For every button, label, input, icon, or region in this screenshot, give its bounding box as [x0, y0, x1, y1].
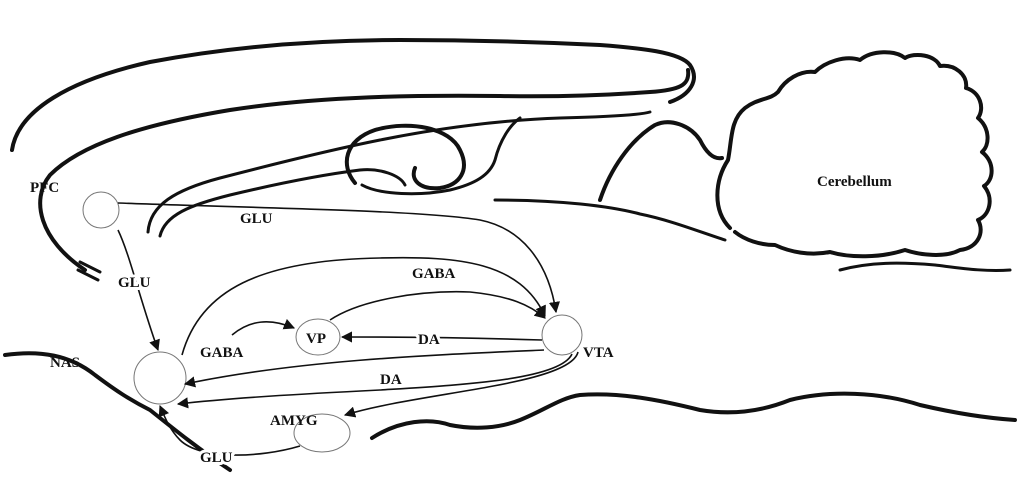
gaba-nas-vp-label: GABA: [200, 345, 244, 361]
gaba-nas-vta-arrow: [182, 258, 545, 355]
pfc-region: [83, 192, 119, 228]
vta-region: [542, 315, 582, 355]
pons-ventral-contour: [372, 394, 1015, 438]
gaba-nas-vta-label: GABA: [412, 266, 456, 282]
gaba-vp-vta-arrow: [330, 292, 545, 320]
nas-label: NAS: [50, 355, 80, 371]
olfactory-mark: [78, 262, 100, 280]
brain-ventral-contour: [5, 353, 230, 470]
da-vta-vp-label: DA: [418, 332, 440, 348]
gaba-nas-vp-arrow: [232, 322, 294, 335]
glu-pfc-vta-label: GLU: [240, 211, 273, 227]
vp-label: VP: [306, 331, 326, 347]
glu-amyg-nas-label: GLU: [200, 450, 233, 466]
cerebellum-outline: [717, 52, 991, 256]
brainstem-upper-line: [495, 200, 725, 240]
cerebellum-lower-fold: [840, 263, 1010, 270]
da-vta-vp-arrow: [342, 337, 542, 340]
vta-label: VTA: [583, 345, 614, 361]
pfc-label: PFC: [30, 180, 59, 196]
cingulate-line: [148, 112, 650, 232]
da-vta-nas-lower-arrow: [178, 354, 572, 404]
brain-outline: [5, 40, 1015, 470]
nas-region: [134, 352, 186, 404]
corpus-callosum-line: [160, 170, 405, 236]
cerebellum-label: Cerebellum: [817, 174, 892, 190]
glu-pfc-vta-arrow: [118, 203, 556, 312]
da-vta-nas-label: DA: [380, 372, 402, 388]
pathways: [118, 203, 578, 455]
glu-pfc-nas-label: GLU: [118, 275, 151, 291]
midbrain-dorsal-contour: [600, 122, 722, 200]
amyg-label: AMYG: [270, 413, 318, 429]
